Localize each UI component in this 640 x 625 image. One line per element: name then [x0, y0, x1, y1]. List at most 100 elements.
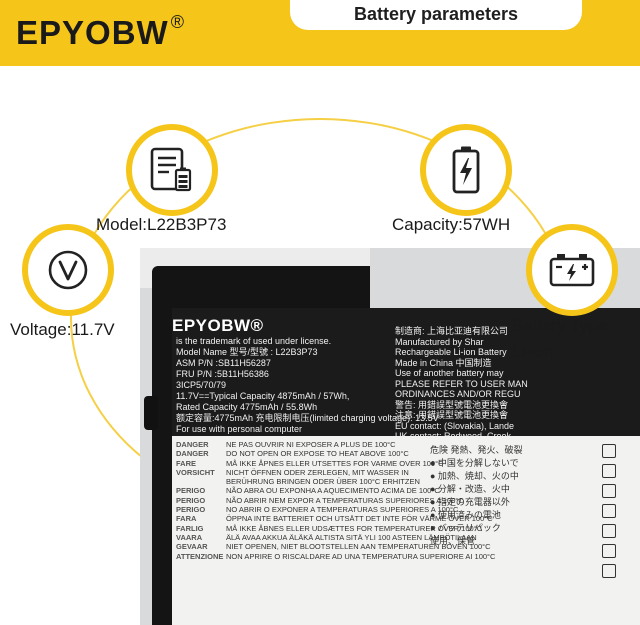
label-warning-text: BERÜHRUNG BRINGEN ODER ÜBER 100°C ERHITZ… [226, 477, 420, 487]
label-warning-key: GEVAAR [176, 542, 208, 552]
label-warning-text: NÃO ABRA OU EXPONHA A AQUECIMENTO ACIMA … [226, 486, 440, 496]
label-warning-text: NO ABRIR O EXPONER A TEMPERATURAS SUPERI… [226, 505, 459, 515]
label-warning-text: NE PAS OUVRIR NI EXPOSER A PLUS DE 100°C [226, 440, 396, 449]
label-japanese-warning-line: ● 分解・改造、火中 [430, 484, 510, 494]
battery-type-label-line1: Battery Type: [512, 316, 612, 335]
label-warning-line: PERIGO NO ABRIR O EXPONER A TEMPERATURAS … [176, 505, 466, 514]
registered-mark: ® [170, 12, 185, 32]
label-warning-line: FARA ÖPPNA INTE BATTERIET OCH UTSÄTT DET … [176, 514, 493, 524]
label-spec-line: ASM P/N :SB11H56287 [176, 358, 271, 368]
label-warning-line: BERÜHRUNG BRINGEN ODER ÜBER 100°C ERHITZ… [176, 477, 466, 486]
label-spec-line: Model Name 型号/型號 : L22B3P73 [176, 347, 318, 357]
label-warning-text: ÄLÄ AVAA AKKUA ÄLÄKÄ ALTISTA SITÄ YLI 10… [226, 532, 477, 542]
label-manufacturer-line: Use of another battery may [395, 368, 504, 378]
battery-type-icon-circle [526, 224, 618, 316]
label-warning-list: DANGER NE PAS OUVRIR NI EXPOSER A PLUS DE… [176, 440, 495, 561]
capacity-label: Capacity:57WH [392, 215, 511, 234]
label-warning-text: NICHT ÖFFNEN ODER ZERLEGEN, MIT WASSER I… [226, 467, 409, 477]
label-symbols [602, 444, 630, 584]
label-manufacturer-line: 制造商: 上海比亚迪有限公司 [395, 326, 509, 336]
label-warning-line: VORSICHT NICHT ÖFFNEN ODER ZERLEGEN, MIT … [176, 468, 466, 477]
label-japanese-warning-line: ● 使用済みの電池 [430, 510, 501, 520]
label-warning-key: FARE [176, 458, 197, 468]
label-manufacturer-line: 警告: 用錯誤型號電池更換會 [395, 399, 509, 410]
label-spec-lines: is the trademark of used under license.M… [176, 336, 439, 435]
section-title-tab: Battery parameters [290, 0, 582, 30]
warning-symbol-icon [602, 544, 616, 558]
label-warning-text: NON APRIRE O RISCALDARE AD UNA TEMPERATU… [226, 551, 496, 561]
label-spec-line: FRU P/N :5B11H56386 [176, 369, 269, 379]
label-spec-line: Rated Capacity 4775mAh / 55.8Wh [176, 402, 318, 412]
section-title: Battery parameters [353, 4, 519, 24]
warning-symbol-icon [602, 464, 616, 478]
battery-type-label-line2: Li-ion [512, 342, 554, 361]
label-manufacturer-line: Manufactured by Shar [395, 336, 484, 347]
voltage-icon-circle [22, 224, 114, 316]
label-warning-line: PERIGO NÃO ABRA OU EXPONHA A AQUECIMENTO … [176, 486, 466, 495]
label-manufacturer-line: EU contact: (Slovakia), Lande [395, 420, 515, 431]
label-warning-text: NIET OPENEN, NIET BLOOTSTELLEN AAN TEMPE… [226, 542, 491, 552]
warning-symbol-icon [602, 484, 616, 498]
label-warning-line: DANGER DO NOT OPEN OR EXPOSE TO HEAT ABOV… [176, 449, 466, 458]
label-warning-line: FARE MÅ IKKE ÅPNES ELLER UTSETTES FOR VAR… [176, 459, 466, 468]
label-warning-key: PERIGO [176, 495, 206, 505]
label-japanese-warning-line: ● 指定の充電器以外 [430, 497, 510, 507]
label-brand: EPYOBW® [172, 316, 264, 335]
battery-photo: EPYOBW® is the trademark of used under l… [140, 248, 640, 625]
warning-symbol-icon [602, 504, 616, 518]
battery-charge-icon [452, 146, 480, 194]
label-warning-key: VAARA [176, 532, 203, 542]
label-warning-text: DO NOT OPEN OR EXPOSE TO HEAT ABOVE 100°… [226, 449, 409, 459]
label-manufacturer-line: PLEASE REFER TO USER MAN [395, 378, 528, 389]
header-banner: Battery parameters EPYOBW® [0, 0, 640, 66]
warning-symbol-icon [602, 564, 616, 578]
label-warning-line: DANGER NE PAS OUVRIR NI EXPOSER A PLUS DE… [176, 440, 466, 449]
label-warning-key: FARA [176, 514, 197, 524]
document-battery-icon [150, 147, 192, 192]
label-japanese-warning-line: ● 中国を分解しないで [430, 458, 519, 468]
label-warning-line: GEVAAR NIET OPENEN, NIET BLOOTSTELLEN AAN… [176, 542, 491, 552]
label-warning-key: DANGER [176, 440, 209, 449]
label-warning-text: MÅ IKKE ÅPNES ELLER UTSETTES FOR VARME O… [226, 458, 444, 468]
brand-logo: EPYOBW® [16, 12, 185, 52]
label-japanese-warning-line: ● バッテリパック [430, 523, 501, 533]
label-warning-text: MÅ IKKE ÅBNES ELLER UDSÆTTES FOR TEMPERA… [226, 523, 483, 533]
label-japanese-warning-line: 使用、保管 [430, 536, 476, 546]
label-manufacturer-line: Made in China 中国制造 [395, 357, 492, 368]
label-warning-key: PERIGO [176, 486, 206, 496]
capacity-icon-circle [420, 124, 512, 216]
car-battery-icon [549, 254, 595, 287]
voltage-label: Voltage:11.7V [10, 320, 115, 339]
label-japanese-warnings: 危険 発熱、発火、破裂 ● 中国を分解しないで ● 加熱、焼却、火の中 ● 分解・改造… [430, 444, 590, 548]
battery-clip [144, 396, 158, 430]
label-manufacturer-line: 注意: 用錯誤型號電池更換會 [395, 410, 509, 420]
label-warning-text: ÖPPNA INTE BATTERIET OCH UTSÄTT DET INTE… [226, 514, 493, 524]
warning-symbol-icon [602, 444, 616, 458]
voltage-v-icon [48, 250, 88, 290]
label-spec-block: EPYOBW® is the trademark of used under l… [172, 316, 439, 435]
label-warning-key: ATTENZIONE [176, 551, 224, 561]
label-spec-line: 额定容量:4775mAh 充电限制电压(limited charging vol… [176, 413, 439, 423]
label-spec-line: For use with personal computer [176, 424, 303, 434]
model-label: Model:L22B3P73 [96, 215, 227, 234]
label-warning-key: PERIGO [176, 505, 206, 515]
battery-label-warnings [172, 436, 640, 625]
label-warning-line: FARLIG MÅ IKKE ÅBNES ELLER UDSÆTTES FOR T… [176, 523, 482, 533]
label-warning-key: DANGER [176, 449, 209, 459]
model-icon-circle [126, 124, 218, 216]
label-manufacturer-line: UK contact: Redwood, Crook [395, 431, 512, 441]
label-manufacturer-line: ORDINANCES AND/OR REGU [395, 389, 521, 399]
label-spec-line: is the trademark of used under license. [176, 336, 332, 346]
label-spec-line: 11.7V==Typical Capacity 4875mAh / 57Wh, [176, 391, 350, 401]
warning-symbol-icon [602, 524, 616, 538]
label-warning-key: FARLIG [176, 523, 204, 533]
label-warning-text: NÃO ABRIR NEM EXPOR A TEMPERATURAS SUPER… [226, 495, 464, 505]
label-warning-key: VORSICHT [176, 467, 215, 477]
label-warning-line: VAARA ÄLÄ AVAA AKKUA ÄLÄKÄ ALTISTA SITÄ Y… [176, 532, 477, 542]
label-japanese-warning-line: ● 加熱、焼却、火の中 [430, 471, 519, 481]
label-spec-line: 3ICP5/70/79 [176, 380, 227, 390]
label-japanese-warning-line: 危険 発熱、発火、破裂 [430, 445, 523, 455]
label-warning-line: PERIGO NÃO ABRIR NEM EXPOR A TEMPERATURAS… [176, 496, 466, 505]
